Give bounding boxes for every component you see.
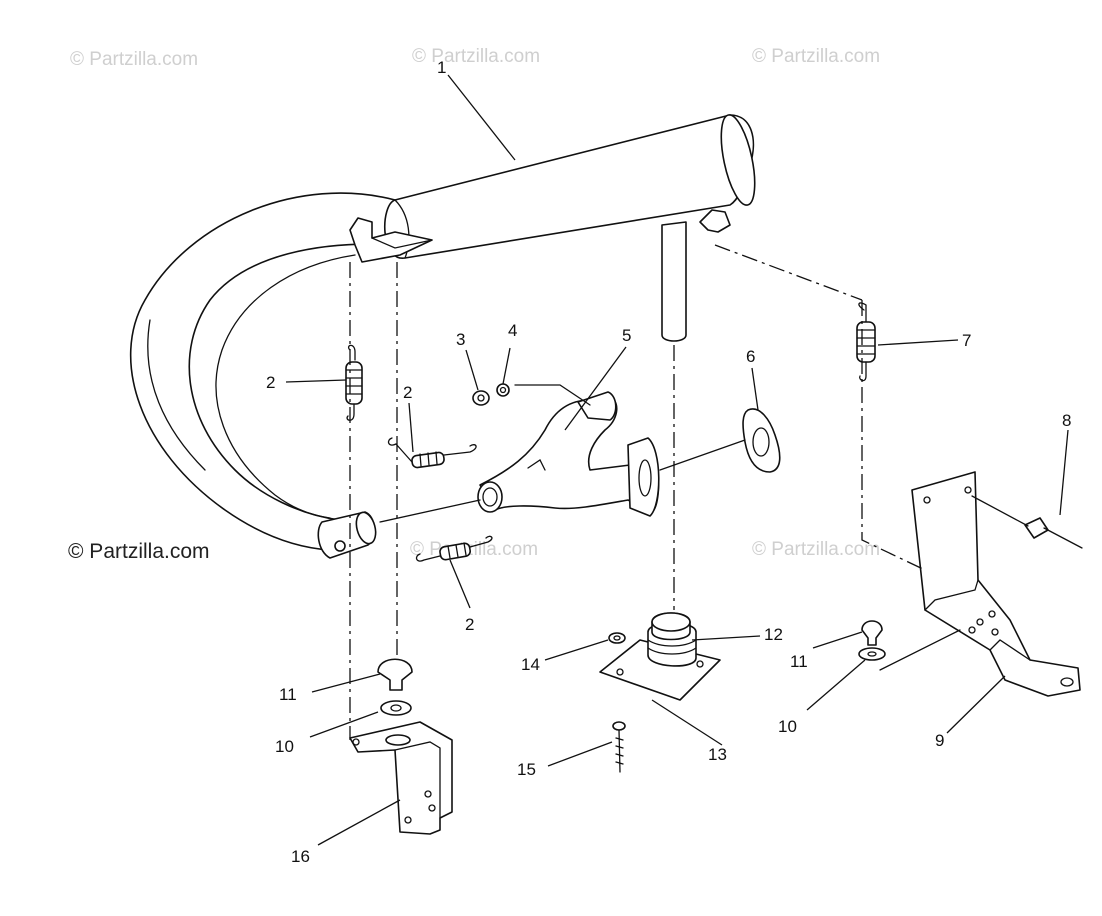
callout-2-mid: 2 [403,383,412,402]
callout-13: 13 [708,745,727,764]
bumper-right [858,620,886,661]
watermark-top-left: © Partzilla.com [70,49,198,70]
callout-6: 6 [746,347,755,366]
callout-10-left: 10 [275,737,294,756]
muffler-assembly [129,114,756,559]
callout-14: 14 [521,655,540,674]
watermark-mid-left: © Partzilla.com [68,540,210,563]
callout-8: 8 [1062,411,1071,430]
callout-15: 15 [517,760,536,779]
watermark-top-center: © Partzilla.com [412,46,540,67]
callout-labels: 1 2 2 2 3 4 5 6 7 8 9 10 10 11 11 12 13 … [266,58,1071,866]
watermark-mid-center: © Partzilla.com [410,539,538,560]
muffler-canister [384,114,755,259]
watermark-mid-right: © Partzilla.com [752,539,880,560]
callout-3: 3 [456,330,465,349]
muffler-bracket-right [699,209,731,233]
leader-lines [285,74,1069,846]
muffler-stub-pipe [661,221,687,342]
callout-2-low: 2 [465,615,474,634]
bolt-8 [1024,517,1083,549]
rubber-mount [599,612,721,701]
callout-16: 16 [291,847,310,866]
small-hardware [608,632,626,773]
spring-2-mid [387,437,477,469]
callout-11-left: 11 [279,685,297,704]
callout-5: 5 [622,326,631,345]
callout-9: 9 [935,731,944,750]
watermark-top-right: © Partzilla.com [752,46,880,67]
callout-11-right: 11 [790,652,808,671]
assembly-lines [349,244,1029,740]
bumper-left [377,658,413,716]
callout-4: 4 [508,321,517,340]
gasket [742,408,781,473]
callout-10-right: 10 [778,717,797,736]
nut-washer [472,383,510,406]
y-pipe [477,391,660,517]
springs [345,302,876,562]
callout-2-left: 2 [266,373,275,392]
bracket-16 [349,721,453,835]
callout-1: 1 [437,58,446,77]
bracket-9 [911,471,1081,697]
spring-2-low [415,535,493,562]
spring-2-left [345,344,363,421]
callout-7: 7 [962,331,971,350]
spring-7 [856,302,876,382]
muffler-bracket-left [349,217,433,263]
callout-12: 12 [764,625,783,644]
